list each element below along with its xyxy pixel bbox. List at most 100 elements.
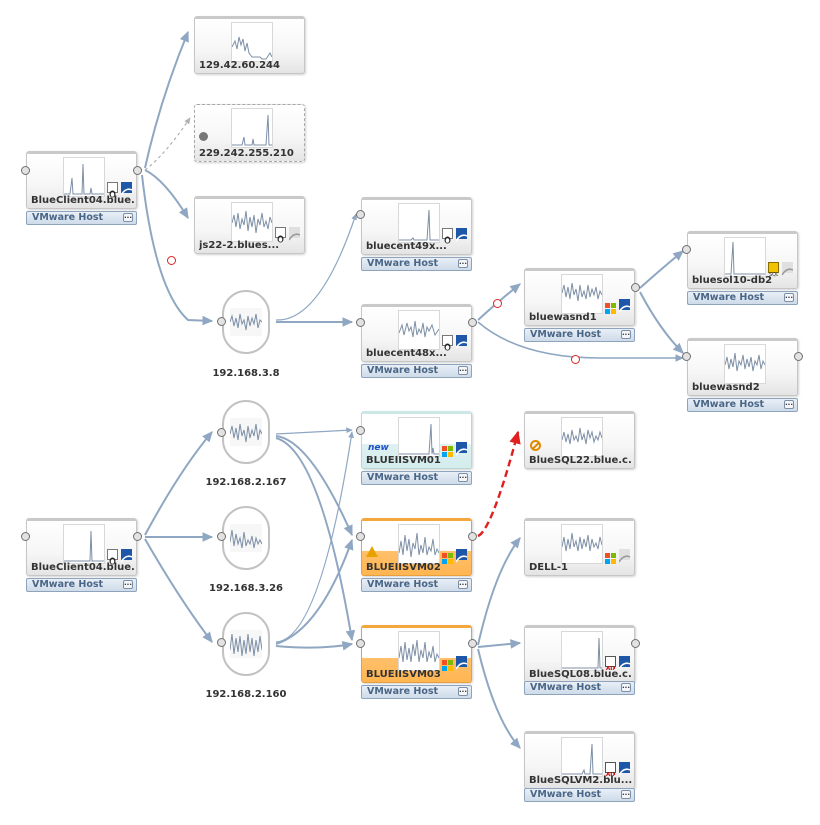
node-229-242-255-210[interactable]: 229.242.255.210: [194, 104, 305, 162]
clock-icon[interactable]: [167, 256, 176, 265]
node-129-42-60-244[interactable]: 129.42.60.244: [194, 16, 305, 74]
vmware-host-bar[interactable]: VMware Host...: [26, 578, 137, 592]
more-button[interactable]: ...: [123, 579, 133, 589]
more-button[interactable]: ...: [123, 212, 133, 222]
hub-label: 192.168.3.26: [208, 583, 284, 594]
vmware-host-bar[interactable]: VMware Host...: [361, 364, 472, 378]
port-out[interactable]: [133, 166, 142, 175]
node-blueiisvm01[interactable]: new BLUEIISVM01: [361, 411, 472, 469]
more-button[interactable]: ...: [621, 329, 631, 339]
port-out[interactable]: [631, 283, 640, 292]
sparkline-chart: [398, 203, 440, 243]
more-button[interactable]: ...: [458, 365, 468, 375]
aix-icon: AIX: [605, 762, 617, 778]
node-label: BlueClient04.blue...: [31, 195, 134, 206]
vmware-host-bar[interactable]: VMware Host...: [361, 578, 472, 592]
node-bluecent49x[interactable]: bluecent49x...: [361, 197, 472, 255]
port-in[interactable]: [21, 532, 30, 541]
port-in[interactable]: [21, 166, 30, 175]
more-button[interactable]: ...: [458, 579, 468, 589]
more-button[interactable]: ...: [784, 399, 794, 409]
more-button[interactable]: ...: [458, 472, 468, 482]
vmware-host-bar[interactable]: VMware Host...: [26, 211, 137, 225]
edge: [275, 213, 357, 321]
clock-icon[interactable]: [493, 299, 502, 308]
more-button[interactable]: ...: [784, 292, 794, 302]
network-hub[interactable]: [222, 290, 270, 354]
port-in[interactable]: [356, 210, 365, 219]
port-out[interactable]: [468, 532, 477, 541]
node-label: bluecent48x...: [366, 348, 447, 359]
port-out[interactable]: [133, 532, 142, 541]
sparkline-chart: [63, 524, 105, 564]
windows-flag-icon: [605, 299, 616, 314]
sparkline-chart: [561, 631, 603, 671]
vmware-host-bar[interactable]: VMware Host...: [687, 291, 798, 305]
more-button[interactable]: ...: [621, 682, 631, 692]
alert-edge: [477, 430, 521, 538]
node-bluesol10-db2[interactable]: SQL bluesol10-db2: [687, 231, 798, 289]
port-in[interactable]: [217, 532, 226, 541]
vmware-host-bar[interactable]: VMware Host...: [687, 398, 798, 412]
vmware-host-bar[interactable]: VMware Host...: [361, 471, 472, 485]
node-blueiisvm03[interactable]: BLUEIISVM03: [361, 625, 472, 683]
edge: [477, 321, 684, 362]
host-label: VMware Host: [367, 686, 439, 697]
network-hub[interactable]: [222, 400, 270, 464]
port-out[interactable]: [468, 639, 477, 648]
node-label: DELL-1: [529, 562, 568, 573]
sparkline-chart: [230, 524, 262, 552]
edge: [275, 641, 354, 651]
more-button[interactable]: ...: [458, 686, 468, 696]
port-in[interactable]: [356, 639, 365, 648]
port-in[interactable]: [356, 532, 365, 541]
vmware-host-bar[interactable]: VMware Host...: [524, 328, 635, 342]
vmware-host-bar[interactable]: VMware Host...: [361, 685, 472, 699]
sparkline-chart: [724, 344, 766, 384]
generic-server-icon: [618, 549, 631, 563]
host-label: VMware Host: [530, 682, 602, 693]
linux-penguin-icon: [275, 227, 286, 243]
node-bluewasnd1[interactable]: bluewasnd1: [524, 268, 635, 326]
hub-label: 192.168.3.8: [212, 368, 280, 379]
edge: [639, 291, 684, 354]
port-in[interactable]: [217, 317, 226, 326]
node-bluewasnd2[interactable]: bluewasnd2: [687, 338, 798, 396]
node-blueclient04-b[interactable]: BlueClient04.blue...: [26, 518, 137, 576]
node-bluecent48x[interactable]: bluecent48x...: [361, 304, 472, 362]
port-in[interactable]: [217, 428, 226, 437]
node-bluesql22[interactable]: BlueSQL22.blue.c...: [524, 411, 635, 469]
network-hub[interactable]: [222, 612, 270, 676]
node-label: js22-2.blues...: [199, 240, 280, 251]
sparkline-chart: [63, 157, 105, 197]
node-blueiisvm02[interactable]: BLUEIISVM02: [361, 518, 472, 576]
vmware-host-bar[interactable]: VMware Host...: [361, 257, 472, 271]
more-button[interactable]: ...: [621, 789, 631, 799]
linux-penguin-icon: [442, 335, 453, 351]
node-js22-2[interactable]: js22-2.blues...: [194, 196, 305, 254]
svg-text:SQL: SQL: [769, 272, 778, 278]
port-in[interactable]: [682, 352, 691, 361]
clock-icon[interactable]: [571, 355, 580, 364]
node-bluesqlvm2[interactable]: AIX BlueSQLVM2.blu...: [524, 731, 635, 789]
port-in[interactable]: [356, 318, 365, 327]
linux-penguin-icon: [442, 228, 453, 244]
port-in[interactable]: [356, 426, 365, 435]
node-blueclient04-a[interactable]: BlueClient04.blue...: [26, 151, 137, 209]
vmware-host-bar[interactable]: VMware Host...: [524, 788, 635, 802]
edge: [141, 174, 214, 326]
port-out[interactable]: [468, 318, 477, 327]
more-button[interactable]: ...: [458, 258, 468, 268]
port-in[interactable]: [682, 245, 691, 254]
port-out[interactable]: [794, 352, 803, 361]
network-hub[interactable]: [222, 506, 270, 570]
node-dell-1[interactable]: DELL-1: [524, 518, 635, 576]
dashed-edge: [144, 117, 191, 171]
port-in[interactable]: [217, 638, 226, 647]
edge: [477, 537, 521, 646]
vmware-host-bar[interactable]: VMware Host...: [524, 681, 635, 695]
port-out[interactable]: [631, 639, 640, 648]
sparkline-chart: [561, 417, 603, 457]
node-label: bluewasnd1: [529, 312, 597, 323]
node-bluesql08[interactable]: AIX BlueSQL08.blue.c...: [524, 625, 635, 683]
